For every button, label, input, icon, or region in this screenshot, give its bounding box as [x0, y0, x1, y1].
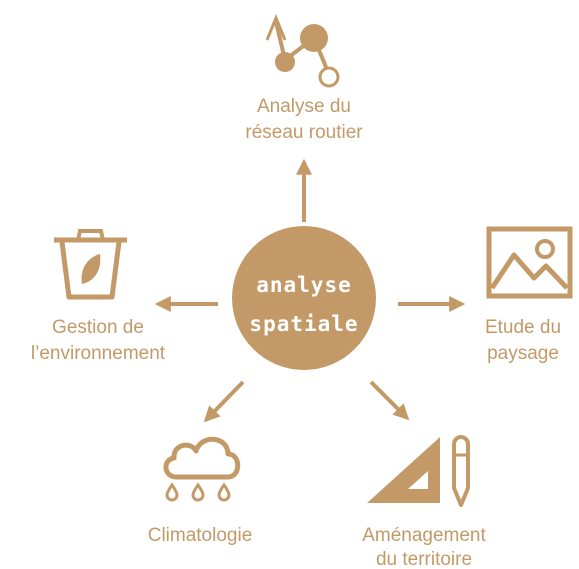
label-bottom-right-line-2: du territoire — [375, 549, 473, 569]
label-left-line-2: l’environnement — [30, 343, 166, 364]
set-square-pencil-icon — [367, 435, 470, 507]
rain-cloud-icon — [163, 436, 241, 502]
hub-label-line-1: analyse — [256, 273, 352, 297]
label-right-line-1: Etude du — [484, 317, 562, 338]
landscape-picture-icon — [486, 226, 573, 299]
center-hub — [232, 226, 376, 370]
label-bottom-left: Climatologie — [147, 525, 253, 546]
arrow-bottom-right — [369, 380, 410, 421]
recycling-bin-icon — [54, 229, 127, 300]
label-bottom-right-line-1: Aménagement — [362, 525, 486, 546]
hub-label-line-2: spatiale — [249, 312, 359, 336]
label-top-line-1: Analyse du — [256, 96, 351, 117]
label-top-line-2: réseau routier — [245, 122, 363, 143]
label-left-line-1: Gestion de — [52, 317, 144, 338]
label-right-line-2: paysage — [487, 343, 559, 364]
arrow-bottom-left — [203, 380, 245, 423]
route-network-icon — [265, 14, 340, 88]
